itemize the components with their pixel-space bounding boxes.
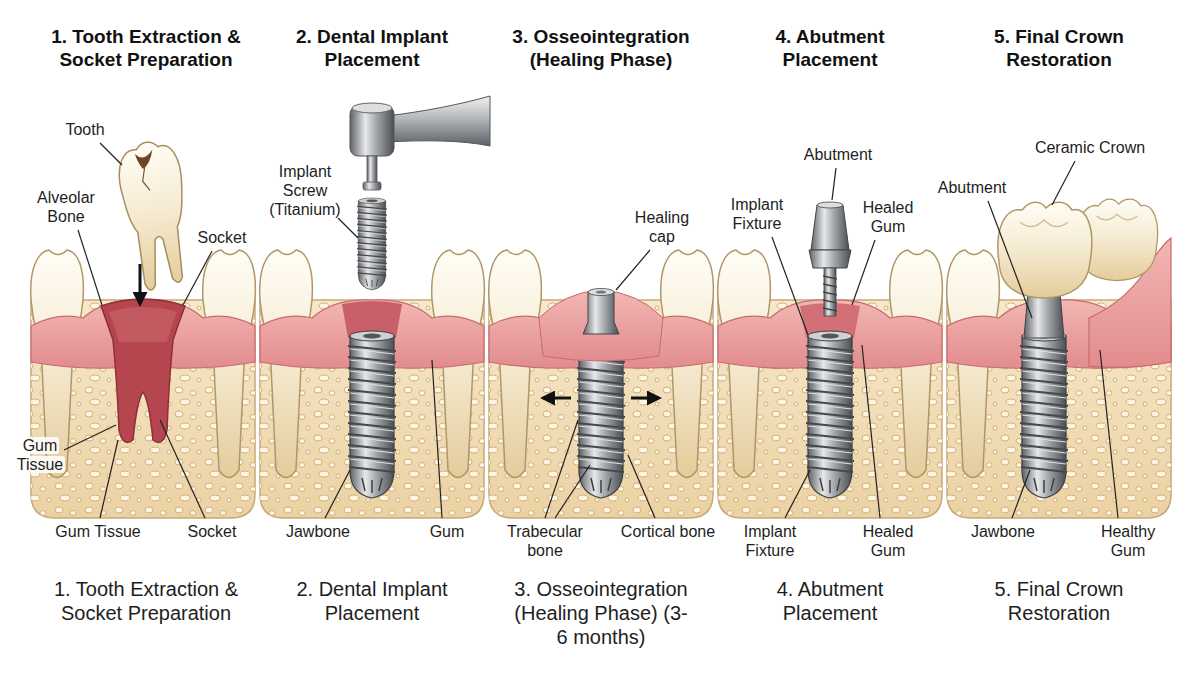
part-label: Healing cap <box>633 209 691 245</box>
part-label: Socket <box>196 229 249 246</box>
step-caption: 1. Tooth Extraction & Socket Preparation <box>54 578 238 624</box>
part-label-slot: Implant Fixture <box>737 522 803 560</box>
part-label-slot: Healthy Gum <box>1095 522 1161 560</box>
panel-heading: 3. Osseointegration (Healing Phase) <box>512 26 689 70</box>
step-caption-slot: 5. Final Crown Restoration <box>964 577 1154 625</box>
part-label: Tooth <box>63 121 106 138</box>
part-label-slot: Healed Gum <box>856 522 920 560</box>
healing-panel <box>489 250 714 518</box>
panel-heading: 5. Final Crown Restoration <box>994 26 1124 70</box>
panel-heading-slot: 4. Abutment Placement <box>740 26 920 72</box>
part-label: Gum Tissue <box>15 437 66 473</box>
part-label: Jawbone <box>969 523 1037 540</box>
part-label-slot: Tooth <box>45 120 125 139</box>
step-caption-slot: 3. Osseointegration (Healing Phase) (3-6… <box>514 577 689 649</box>
part-label: Implant Screw (Titanium) <box>267 163 342 218</box>
part-label-slot: Jawbone <box>273 522 363 541</box>
part-label-slot: Implant Fixture <box>724 195 790 233</box>
part-label: Cortical bone <box>619 523 717 540</box>
part-label-slot: Gum <box>417 522 477 541</box>
panel-heading-slot: 3. Osseointegration (Healing Phase) <box>494 26 709 72</box>
part-label: Gum Tissue <box>53 523 142 540</box>
step-caption-slot: 4. Abutment Placement <box>743 577 918 625</box>
part-label-slot: Socket <box>182 228 262 247</box>
part-label-slot: Socket <box>172 522 252 541</box>
leader-lines <box>64 143 1118 518</box>
panel-heading-slot: 1. Tooth Extraction & Socket Preparation <box>30 26 262 72</box>
part-label-slot: Implant Screw (Titanium) <box>261 162 349 220</box>
part-label: Implant Fixture <box>729 196 785 232</box>
part-label-slot: Trabecular bone <box>501 522 589 560</box>
step-caption-slot: 1. Tooth Extraction & Socket Preparation <box>46 577 246 625</box>
step-caption: 3. Osseointegration (Healing Phase) (3-6… <box>514 578 687 648</box>
step-caption-slot: 2. Dental Implant Placement <box>277 577 467 625</box>
panel-heading: 2. Dental Implant Placement <box>296 26 448 70</box>
part-label: Abutment <box>802 146 874 163</box>
part-label-slot: Gum Tissue <box>43 522 153 541</box>
part-label-slot: Abutment <box>788 145 888 164</box>
part-label-slot: Ceramic Crown <box>1025 138 1155 157</box>
step-caption: 2. Dental Implant Placement <box>296 578 447 624</box>
panel-heading: 1. Tooth Extraction & Socket Preparation <box>51 26 241 70</box>
part-label: Jawbone <box>284 523 352 540</box>
part-label: Socket <box>186 523 239 540</box>
abutment-panel <box>718 202 943 518</box>
part-label-slot: Healing cap <box>629 208 695 246</box>
part-label: Ceramic Crown <box>1033 139 1147 156</box>
part-label: Healthy Gum <box>1099 523 1157 559</box>
step-caption: 5. Final Crown Restoration <box>995 578 1124 624</box>
panel-heading-slot: 5. Final Crown Restoration <box>962 26 1157 72</box>
part-label-slot: Alveolar Bone <box>31 188 101 226</box>
crown-panel <box>947 199 1171 518</box>
part-label: Alveolar Bone <box>35 189 97 225</box>
part-label-slot: Gum Tissue <box>10 436 70 474</box>
step-caption: 4. Abutment Placement <box>777 578 884 624</box>
part-label: Abutment <box>936 179 1008 196</box>
part-label: Healed Gum <box>861 199 916 235</box>
panel-heading: 4. Abutment Placement <box>775 26 884 70</box>
part-label: Healed Gum <box>861 523 916 559</box>
part-label-slot: Healed Gum <box>856 198 920 236</box>
part-label-slot: Jawbone <box>958 522 1048 541</box>
part-label-slot: Cortical bone <box>608 522 728 541</box>
part-label: Trabecular bone <box>505 523 585 559</box>
placement-panel <box>260 96 490 518</box>
part-label-slot: Abutment <box>922 178 1022 197</box>
part-label: Gum <box>428 523 467 540</box>
panel-heading-slot: 2. Dental Implant Placement <box>270 26 475 72</box>
part-label: Implant Fixture <box>742 523 798 559</box>
